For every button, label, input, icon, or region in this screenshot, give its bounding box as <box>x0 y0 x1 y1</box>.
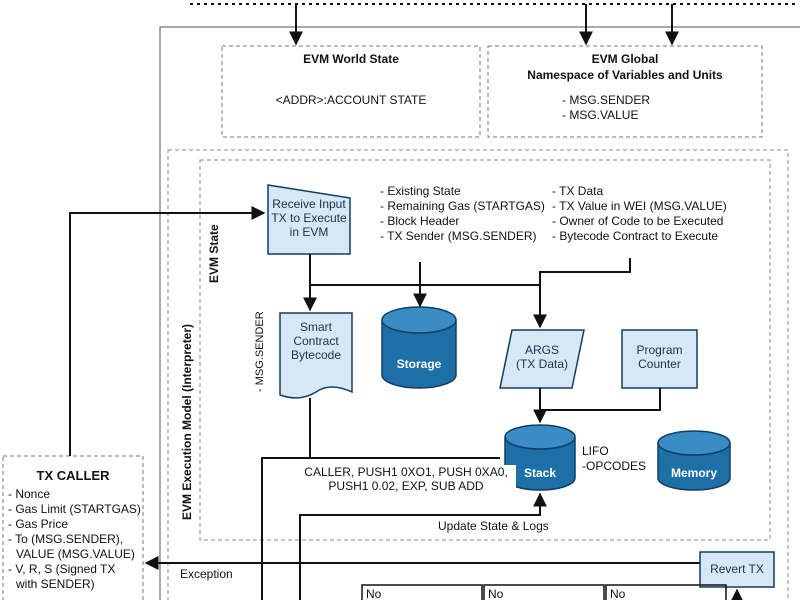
tx-list-item: - Owner of Code to be Executed <box>552 214 724 228</box>
msg-sender-label: - MSG.SENDER <box>254 311 266 392</box>
smart-contract-shape[interactable] <box>279 312 353 399</box>
revert-tx-label: Revert TX <box>710 562 764 576</box>
global-ns-title-2: Namespace of Variables and Units <box>527 68 723 82</box>
line-contract-down <box>309 398 500 459</box>
opcodes-line-2: PUSH1 0.02, EXP, SUB ADD <box>328 479 484 493</box>
stack-label: Stack <box>523 466 557 480</box>
line-tx-list-down <box>539 258 631 285</box>
tx-list-item: - TX Value in WEI (MSG.VALUE) <box>552 199 727 213</box>
smart-contract-line-2: Contract <box>293 334 339 348</box>
revert-tx-shape[interactable] <box>699 551 775 588</box>
no-label-2: No <box>488 587 504 601</box>
exec-model-label: EVM Execution Model (Interpreter) <box>180 323 194 520</box>
state-list-item: - Remaining Gas (STARTGAS) <box>380 199 545 213</box>
state-list-item: - Existing State <box>380 184 461 198</box>
args-label: ARGS (TX Data) <box>504 343 580 371</box>
receive-input-line-3: in EVM <box>289 225 329 239</box>
opcodes-label: CALLER, PUSH1 0XO1, PUSH 0XA0, PUSH1 0.0… <box>296 465 516 493</box>
tx-caller-title: TX CALLER <box>36 468 110 483</box>
outer-container <box>159 26 800 600</box>
tx-list-item: - TX Data <box>552 184 604 198</box>
arrow-loop-to-stack <box>299 492 547 600</box>
evm-state-box <box>199 159 771 541</box>
program-counter-shape[interactable] <box>621 329 698 389</box>
tx-caller-item: - Nonce <box>8 487 51 501</box>
world-state-body: <ADDR>:ACCOUNT STATE <box>275 93 427 107</box>
program-counter-line-1: Program <box>636 343 683 357</box>
no-box-1 <box>361 584 483 600</box>
tx-list: - TX Data - TX Value in WEI (MSG.VALUE) … <box>552 184 727 244</box>
line-pc-to-stack <box>533 388 661 424</box>
stack-cylinder[interactable] <box>504 424 576 491</box>
program-counter-label: Program Counter <box>622 343 697 371</box>
global-ns-item-1: - MSG.SENDER <box>562 93 651 107</box>
tx-caller-box <box>2 455 144 600</box>
tx-caller-item: - Gas Limit (STARTGAS) <box>8 502 141 516</box>
receive-input-line-2: TX to Execute <box>271 211 347 225</box>
state-list-item: - TX Sender (MSG.SENDER) <box>380 229 537 243</box>
update-state-label: Update State & Logs <box>438 519 549 533</box>
smart-contract-line-3: Bytecode <box>290 348 342 362</box>
smart-contract-line-1: Smart <box>299 320 332 334</box>
memory-label: Memory <box>670 466 717 480</box>
args-line-1: ARGS <box>524 343 559 357</box>
lifo-line-2: -OPCODES <box>582 459 647 473</box>
exec-model-box <box>167 149 789 600</box>
no-label-1: No <box>366 587 382 601</box>
tx-caller-list: - Nonce - Gas Limit (STARTGAS) - Gas Pri… <box>8 487 141 592</box>
world-state-title: EVM World State <box>303 52 399 66</box>
world-state-box <box>221 45 481 138</box>
lifo-line-1: LIFO <box>582 444 609 458</box>
global-ns-item-2: - MSG.VALUE <box>562 108 639 122</box>
evm-state-label: EVM State <box>207 224 221 283</box>
tx-caller-item: - Gas Price <box>8 517 69 531</box>
storage-cylinder[interactable] <box>381 306 457 389</box>
tx-list-item: - Bytecode Contract to Execute <box>552 229 719 243</box>
arrow-caller-to-input <box>69 206 266 456</box>
state-list-item: - Block Header <box>380 214 460 228</box>
args-shape[interactable] <box>499 329 585 389</box>
memory-cylinder[interactable] <box>657 430 731 491</box>
tx-caller-item: with SENDER) <box>16 577 95 591</box>
receive-input-label: Receive Input TX to Execute in EVM <box>268 197 350 239</box>
global-ns-box <box>487 45 763 138</box>
receive-input-line-1: Receive Input <box>272 197 346 211</box>
args-line-2: (TX Data) <box>515 357 568 371</box>
no-box-3 <box>605 584 727 600</box>
no-box-2 <box>483 584 605 600</box>
line-contract-left-down <box>261 457 310 600</box>
no-label-3: No <box>610 587 626 601</box>
tx-caller-item: - To (MSG.SENDER), <box>8 532 124 546</box>
storage-label: Storage <box>396 357 442 371</box>
program-counter-line-2: Counter <box>638 357 681 371</box>
smart-contract-label: Smart Contract Bytecode <box>280 320 352 362</box>
receive-input-shape[interactable] <box>267 184 351 255</box>
global-ns-title-1: EVM Global <box>591 52 659 66</box>
opcodes-line-1: CALLER, PUSH1 0XO1, PUSH 0XA0, <box>304 465 508 479</box>
tx-caller-item: - V, R, S (Signed TX <box>8 562 116 576</box>
tx-caller-item: VALUE (MSG.VALUE) <box>16 547 135 561</box>
exception-label: Exception <box>180 567 233 581</box>
state-list: - Existing State - Remaining Gas (STARTG… <box>380 184 545 244</box>
